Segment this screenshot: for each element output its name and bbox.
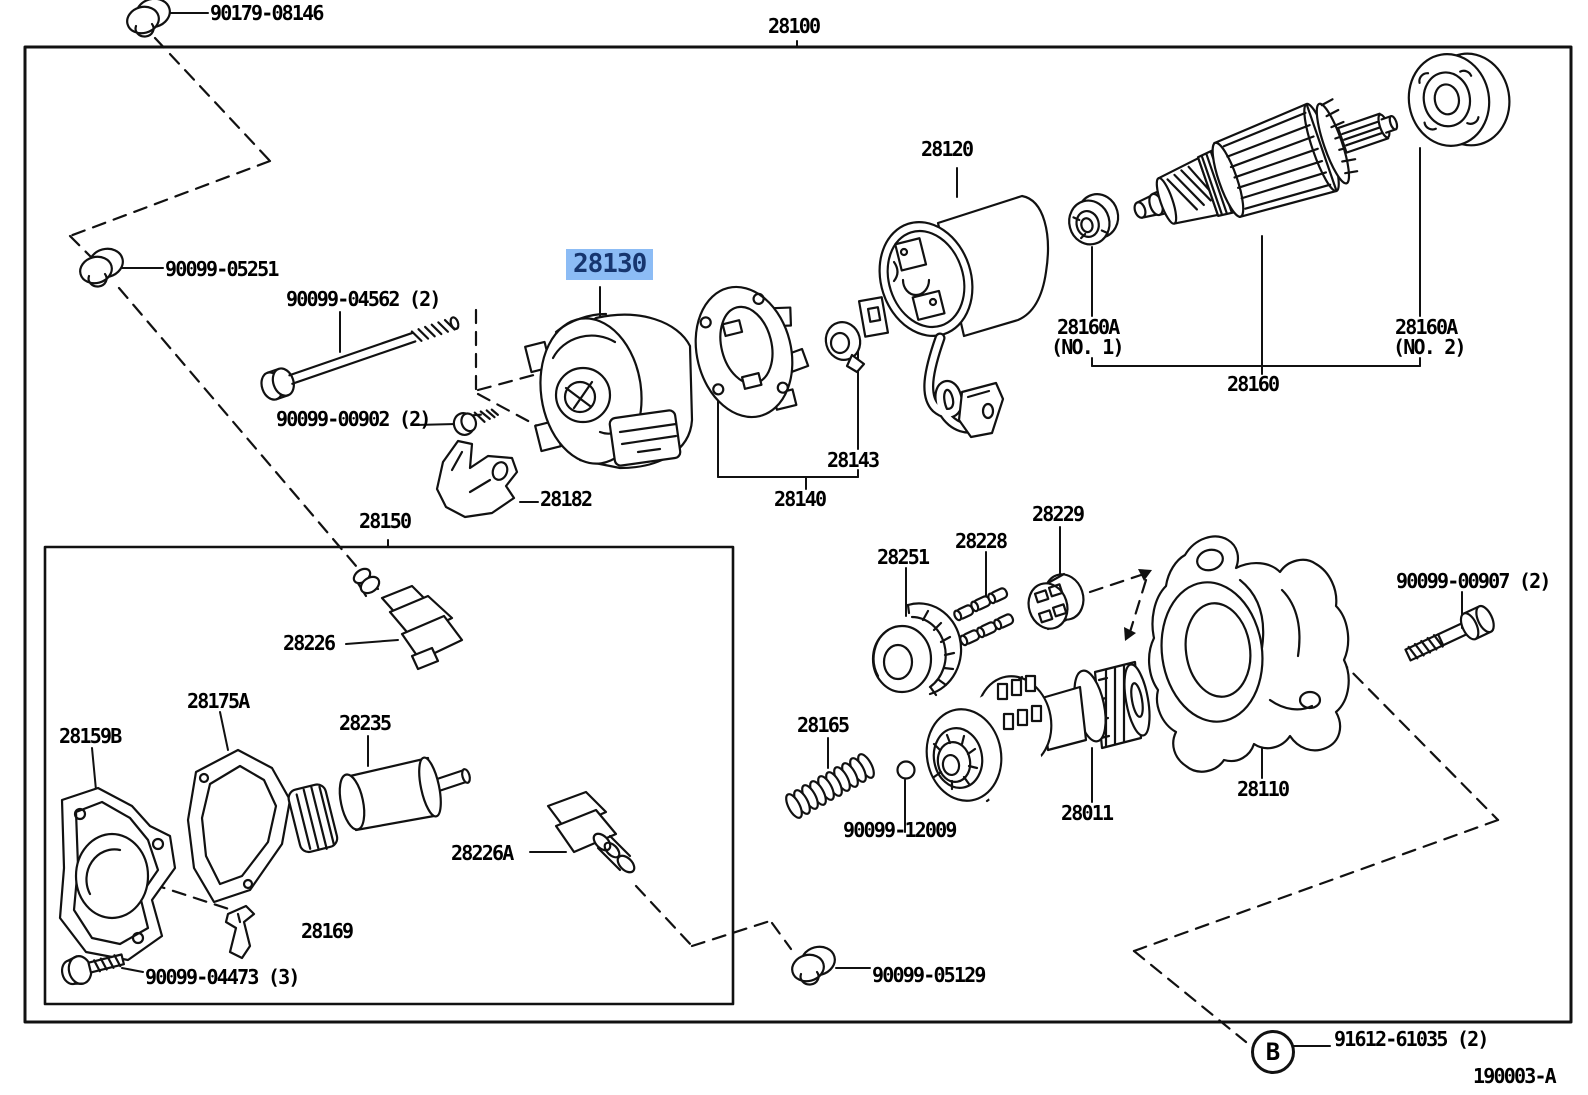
yoke-28120-drawing — [857, 194, 1050, 439]
part-label-90099-12009[interactable]: 90099-12009 — [843, 818, 957, 842]
magnet-switch-28130-drawing — [524, 312, 694, 470]
part-label-28229[interactable]: 28229 — [1032, 502, 1085, 526]
part-label-28175A[interactable]: 28175A — [187, 689, 250, 713]
part-label-90099-04562[interactable]: 90099-04562 (2) — [286, 287, 441, 311]
end-cover-28159B-drawing — [58, 786, 177, 962]
clip-28169-drawing — [224, 904, 256, 960]
plunger-28235-drawing — [287, 756, 471, 854]
nut-90099-05129-drawing — [791, 945, 836, 986]
retainer-28229-drawing — [1027, 572, 1085, 631]
part-label-28169[interactable]: 28169 — [301, 919, 354, 943]
bracket-28182-drawing — [435, 439, 519, 519]
part-label-28226A[interactable]: 28226A — [451, 841, 514, 865]
part-label-28110[interactable]: 28110 — [1237, 777, 1290, 801]
part-label-28182[interactable]: 28182 — [540, 487, 593, 511]
part-label-28100[interactable]: 28100 — [768, 14, 821, 38]
part-label-90099-04473[interactable]: 90099-04473 (3) — [145, 965, 300, 989]
part-label-28160A-no1[interactable]: 28160A — [1057, 315, 1120, 339]
ball-90099-12009-drawing — [896, 760, 916, 780]
part-label-28160A-no2[interactable]: 28160A — [1395, 315, 1458, 339]
part-label-90099-00902[interactable]: 90099-00902 (2) — [276, 407, 431, 431]
alignment-dashed-lines — [68, 36, 1500, 1044]
bearing-28160A-no1-drawing — [1068, 193, 1120, 246]
part-label-28160[interactable]: 28160 — [1227, 372, 1280, 396]
figure-code: 190003-A — [1473, 1064, 1557, 1088]
part-label-28251[interactable]: 28251 — [877, 545, 930, 569]
part-label-28235[interactable]: 28235 — [339, 711, 392, 735]
leader-lines — [91, 12, 1463, 1047]
part-label-28159B[interactable]: 28159B — [59, 724, 122, 748]
end-plate-28140-drawing — [694, 285, 810, 419]
drive-housing-28110-drawing — [1148, 535, 1350, 773]
ring-28143-drawing — [824, 321, 866, 374]
rollers-28228-drawing — [953, 587, 1015, 647]
bearing-28160A-no2-drawing — [1407, 52, 1511, 147]
gasket-28175A-drawing — [186, 748, 292, 904]
part-label-28165[interactable]: 28165 — [797, 713, 850, 737]
part-label-28160A-no2-sub: (NO. 2) — [1393, 335, 1466, 359]
bolt-90099-04562-drawing — [260, 316, 460, 401]
nut-90099-05251-drawing — [79, 247, 124, 288]
part-label-28130-highlighted[interactable]: 28130 — [566, 249, 654, 280]
armature-28160-drawing — [1133, 98, 1399, 225]
part-label-28140[interactable]: 28140 — [774, 487, 827, 511]
nut-90179-08146-drawing — [126, 0, 171, 38]
part-label-28228[interactable]: 28228 — [955, 529, 1008, 553]
clutch-28011-drawing — [925, 660, 1151, 803]
terminal-28226-drawing — [352, 567, 464, 671]
assembly-direction-arrows — [1124, 569, 1152, 641]
part-label-90099-05251[interactable]: 90099-05251 — [165, 257, 279, 281]
part-label-90099-05129[interactable]: 90099-05129 — [872, 963, 986, 987]
part-label-28150[interactable]: 28150 — [359, 509, 412, 533]
part-label-90099-00907[interactable]: 90099-00907 (2) — [1396, 569, 1551, 593]
part-label-90179-08146[interactable]: 90179-08146 — [210, 1, 324, 25]
part-label-91612-61035[interactable]: 91612-61035 (2) — [1334, 1027, 1489, 1051]
part-label-28120[interactable]: 28120 — [921, 137, 974, 161]
bolt-90099-00907-drawing — [1404, 604, 1495, 662]
part-label-28226[interactable]: 28226 — [283, 631, 336, 655]
spring-28165-drawing — [785, 753, 875, 819]
part-label-28160A-no1-sub: (NO. 1) — [1051, 335, 1124, 359]
screw-90099-00902-drawing — [452, 408, 500, 436]
terminal-28226A-drawing — [546, 790, 636, 874]
part-label-28011[interactable]: 28011 — [1061, 801, 1114, 825]
part-label-28143[interactable]: 28143 — [827, 448, 880, 472]
view-reference-b-marker[interactable]: B — [1251, 1030, 1295, 1074]
bolt-90099-04473-drawing — [60, 953, 126, 986]
gear-28251-drawing — [871, 602, 963, 697]
